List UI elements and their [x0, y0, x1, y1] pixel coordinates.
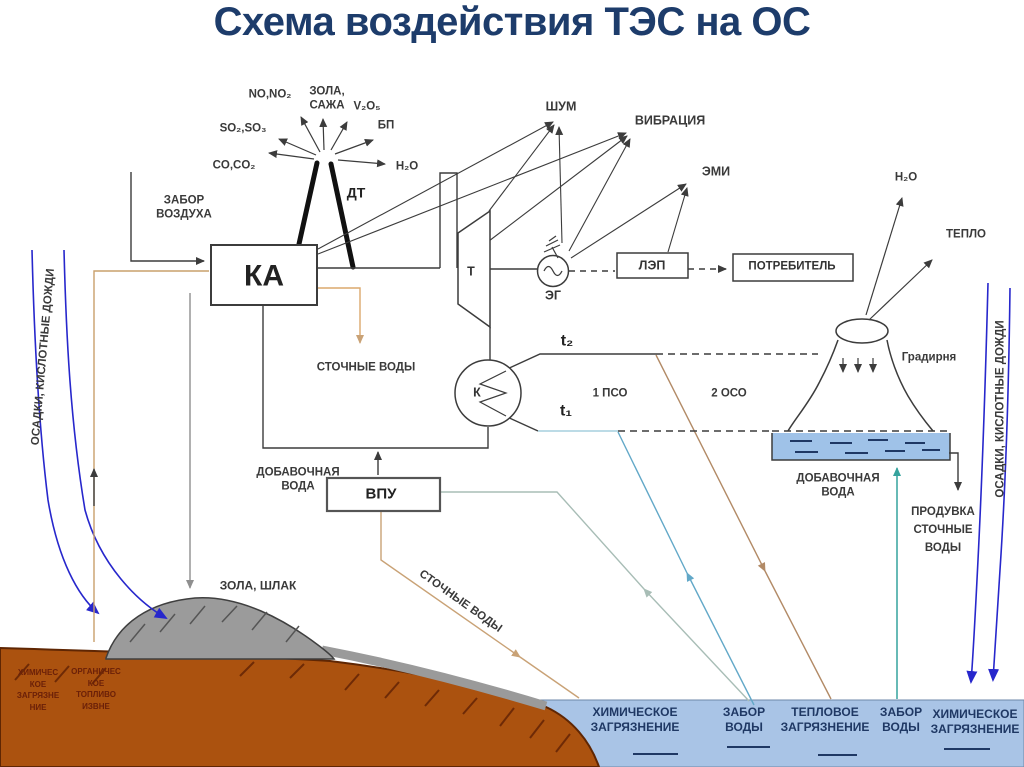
lep-label: ЛЭП	[638, 258, 666, 273]
ash-heap-label: ЗОЛА, ШЛАК	[219, 578, 297, 593]
vpu-box	[325, 476, 442, 513]
condensate-loop	[262, 305, 489, 449]
vpu-label: ВПУ	[365, 485, 397, 503]
emi-label: ЭМИ	[701, 164, 731, 179]
rain-right-label: ОСАДКИ, КИСЛОТНЫЕ ДОЖДИ	[994, 320, 1007, 498]
turbine-shape	[457, 209, 491, 329]
tower-h2o-label: H₂O	[894, 171, 918, 184]
boiler-waste-label: СТОЧНЫЕ ВОДЫ	[316, 361, 416, 374]
emission-h2o-label: H₂O	[395, 160, 419, 173]
tower-right-side	[886, 339, 934, 432]
air-intake-line	[130, 172, 205, 265]
emission-arrows	[268, 116, 386, 168]
rain-left-arrows	[31, 249, 168, 619]
ash-heap-mound	[105, 597, 336, 660]
fuel-line	[93, 270, 209, 642]
shore-band	[321, 645, 548, 711]
generator-label: ЭГ	[545, 288, 561, 303]
heat-exchanger-zigzag-icon	[478, 370, 508, 417]
boiler-box	[210, 244, 318, 306]
stack-right	[328, 161, 356, 270]
grounding-icon	[543, 235, 561, 259]
emission-no-label: NO,NO₂	[248, 88, 292, 101]
noise-label: ШУМ	[545, 99, 577, 114]
tower-basin	[771, 433, 951, 461]
vpu-waste-line	[380, 511, 521, 658]
stack-left	[296, 160, 320, 247]
cooling-tower-group	[771, 197, 962, 699]
consumer-box	[732, 253, 854, 282]
sine-icon	[543, 265, 563, 277]
boiler-label: КА	[244, 259, 284, 293]
boiler-waste-line	[318, 287, 364, 344]
plant-lines	[90, 116, 832, 706]
oso-label: 2 ОСО	[711, 387, 747, 400]
lep-box	[616, 252, 689, 279]
stack-label: ДТ	[346, 184, 366, 201]
cooling-tower-label: Градирня	[901, 351, 957, 364]
pso-label: 1 ПСО	[592, 387, 628, 400]
ground-hatching	[14, 661, 571, 753]
emission-co-label: CO,CO₂	[212, 159, 256, 172]
emission-v2o5-label: V₂O₅	[353, 100, 381, 113]
t1-label: t₁	[560, 402, 572, 420]
t1-line	[504, 415, 539, 432]
generator-node	[536, 235, 570, 288]
emission-so-label: SO₂,SO₃	[219, 122, 267, 135]
ground	[0, 645, 601, 767]
impact-rays	[317, 121, 689, 259]
tower-heat-label: ТЕПЛО	[946, 228, 986, 241]
blowdown-line	[949, 452, 962, 491]
condenser-label: К	[473, 385, 481, 400]
page-title: Схема воздействия ТЭС на ОС	[213, 0, 811, 44]
tower-h2o-arrow	[865, 197, 904, 316]
condenser-intake-line	[686, 572, 755, 706]
steam-riser	[439, 172, 458, 268]
emission-ash-label: ЗОЛА,САЖА	[309, 85, 345, 112]
tower-left-side	[787, 339, 839, 432]
turbine-label: Т	[467, 264, 475, 279]
t2-line	[504, 353, 656, 371]
emission-bp-label: БП	[377, 119, 395, 132]
condenser-node	[454, 359, 522, 427]
rain-right-arrows	[966, 282, 1011, 684]
vibration-label: ВИБРАЦИЯ	[634, 113, 706, 128]
tower-heat-arrow	[868, 259, 933, 321]
vpu-intake-line	[643, 588, 750, 702]
t2-label: t₂	[560, 332, 574, 350]
heat-discharge-line	[655, 354, 766, 572]
consumer-label: ПОТРЕБИТЕЛЬ	[748, 260, 836, 273]
